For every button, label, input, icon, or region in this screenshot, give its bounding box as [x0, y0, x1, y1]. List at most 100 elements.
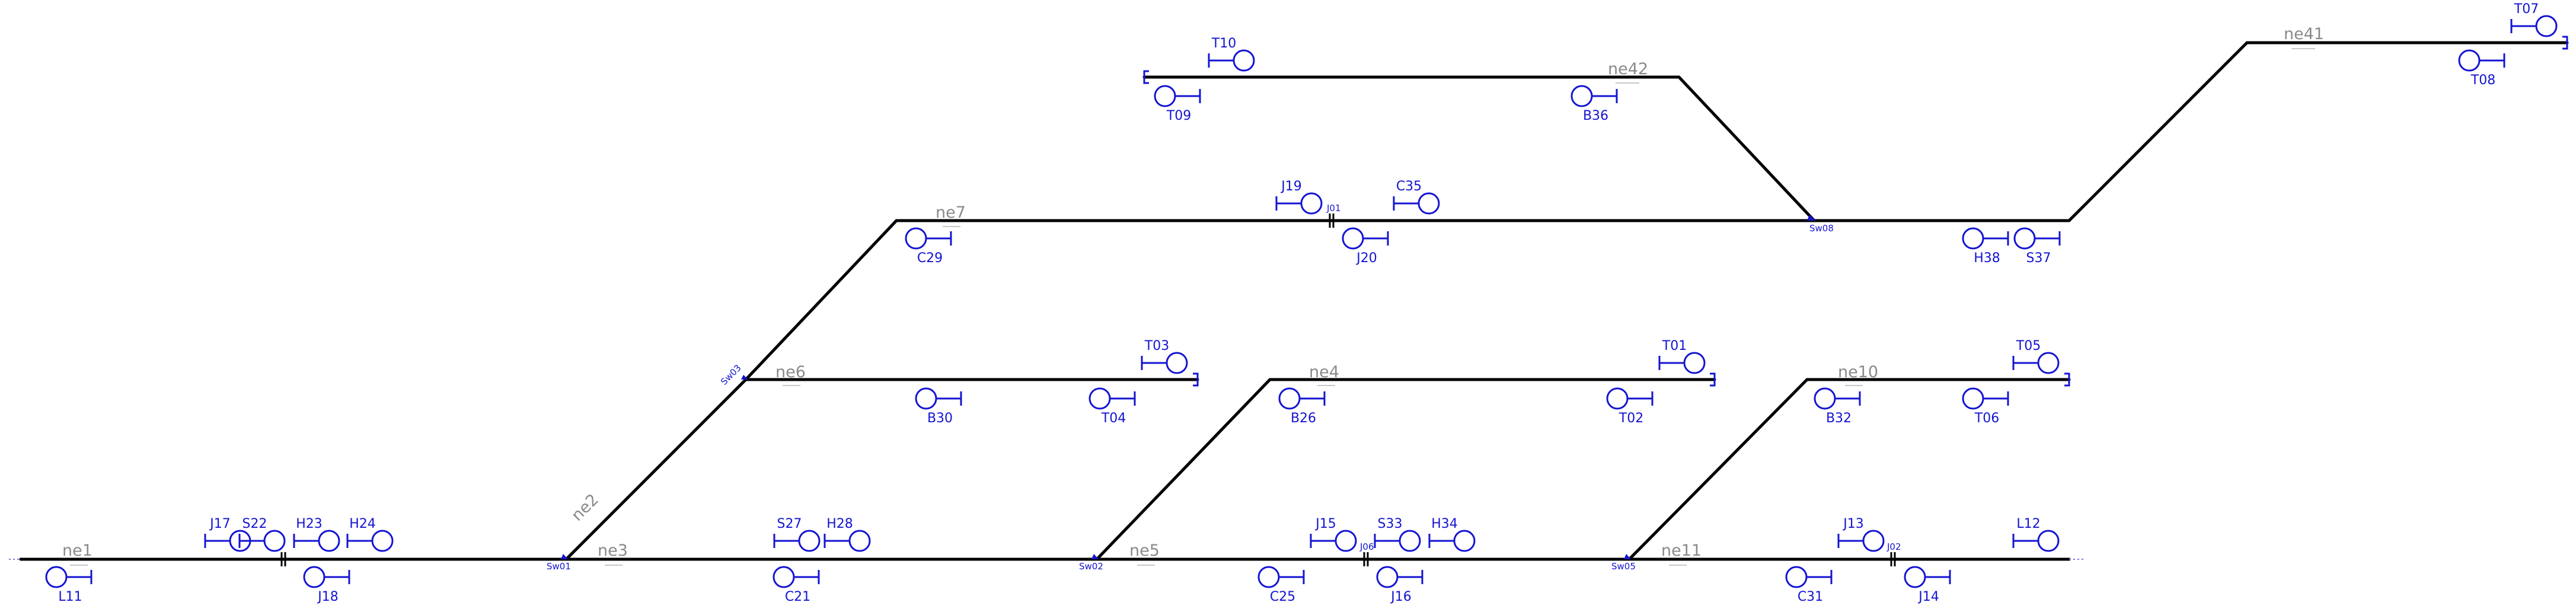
signal-j13[interactable]: J13	[1837, 517, 1885, 552]
switch-sw02[interactable]: Sw02	[1079, 554, 1103, 572]
signal-head-icon	[1904, 566, 1926, 588]
signal-h24[interactable]: H24	[346, 517, 394, 552]
signal-s33[interactable]: S33	[1374, 517, 1421, 552]
signal-j15[interactable]: J15	[1310, 517, 1357, 552]
signal-h23[interactable]: H23	[293, 517, 340, 552]
signal-head-icon	[1376, 566, 1399, 588]
signal-head-icon	[1154, 85, 1176, 107]
buffer-stop-ne41	[2562, 36, 2568, 50]
signal-t07[interactable]: T07	[2510, 2, 2558, 37]
signal-label: L12	[2016, 517, 2040, 531]
track-ne10[interactable]	[1627, 378, 2071, 561]
signal-t08[interactable]: T08	[2458, 49, 2505, 88]
signal-label: T08	[2470, 73, 2495, 88]
signal-j19[interactable]: J19	[1275, 179, 1323, 215]
signal-head-icon	[1453, 530, 1476, 552]
track-ne2[interactable]	[564, 219, 898, 561]
switch-label-sw03: Sw03	[719, 362, 743, 387]
signal-label: C21	[785, 589, 810, 604]
signal-label: J20	[1355, 251, 1377, 266]
segment-label-ne2: ne2	[568, 490, 602, 525]
signal-b30[interactable]: B30	[915, 387, 962, 426]
signal-head-icon	[905, 227, 927, 250]
signal-j16[interactable]: J16	[1376, 566, 1423, 604]
signal-head-icon	[2013, 227, 2036, 250]
signal-s22[interactable]: S22	[238, 517, 286, 552]
signal-label: B36	[1583, 109, 1608, 123]
signal-label: B30	[927, 411, 953, 426]
switch-sw08[interactable]: Sw08	[1807, 215, 1834, 234]
signal-t01[interactable]: T01	[1658, 339, 1706, 374]
signal-b32[interactable]: B32	[1814, 387, 1861, 426]
signal-b36[interactable]: B36	[1571, 85, 1618, 123]
signal-t04[interactable]: T04	[1089, 387, 1136, 426]
signal-label: J19	[1280, 179, 1301, 194]
signal-b26[interactable]: B26	[1278, 387, 1326, 426]
signal-head-icon	[1166, 352, 1188, 374]
signal-t10[interactable]: T10	[1208, 36, 1255, 72]
signal-c35[interactable]: C35	[1393, 179, 1440, 215]
signal-label: S27	[777, 517, 802, 531]
signal-j20[interactable]: J20	[1342, 227, 1389, 266]
track-ne41[interactable]	[1812, 41, 2569, 222]
signal-label: J18	[317, 589, 338, 604]
signal-label: B32	[1826, 411, 1852, 426]
buffer-stops	[1143, 36, 2568, 387]
signal-label: T10	[1211, 36, 1236, 51]
signal-head-icon	[1335, 530, 1357, 552]
joint-j02[interactable]: J02	[1886, 541, 1901, 566]
signal-head-icon	[848, 530, 871, 552]
signal-t09[interactable]: T09	[1154, 85, 1201, 123]
signal-head-icon	[1862, 530, 1885, 552]
signal-head-icon	[2458, 49, 2481, 72]
signal-head-icon	[1814, 387, 1836, 410]
signal-label: J16	[1390, 589, 1411, 604]
signal-t02[interactable]: T02	[1606, 387, 1654, 426]
signal-h38[interactable]: H38	[1962, 227, 2009, 266]
joint-j01[interactable]: J01	[1326, 203, 1341, 228]
track-ne4[interactable]	[1095, 378, 1716, 561]
switches: Sw01 Sw02 Sw03 Sw05 Sw08	[547, 215, 1834, 572]
signal-label: S33	[1378, 517, 1403, 531]
signal-j18[interactable]: J18	[303, 566, 350, 604]
buffer-stop-ne42	[1143, 70, 1149, 84]
signal-label: S37	[2026, 251, 2051, 266]
joint-ne1[interactable]	[280, 552, 286, 566]
segment-label-ne11: ne11	[1661, 541, 1702, 560]
switch-sw05[interactable]: Sw05	[1611, 554, 1636, 572]
signal-label: J14	[1917, 589, 1939, 604]
signal-s37[interactable]: S37	[2013, 227, 2061, 266]
track-ne42[interactable]	[1142, 75, 1816, 222]
signal-head-icon	[798, 530, 821, 552]
signal-h34[interactable]: H34	[1428, 517, 1476, 552]
signal-c29[interactable]: C29	[905, 227, 952, 266]
signal-label: H34	[1431, 517, 1458, 531]
signal-head-icon	[915, 387, 937, 410]
signal-t06[interactable]: T06	[1962, 387, 2009, 426]
signal-t05[interactable]: T05	[2012, 339, 2060, 374]
joint-label-j06: J06	[1359, 541, 1374, 552]
joint-j06[interactable]: J06	[1359, 541, 1374, 566]
signal-j14[interactable]: J14	[1904, 566, 1951, 604]
signal-label: H23	[296, 517, 323, 531]
signal-t03[interactable]: T03	[1141, 339, 1188, 374]
buffer-stop-ne10	[2064, 372, 2070, 387]
signal-l11[interactable]: L11	[45, 566, 92, 604]
signal-label: J15	[1314, 517, 1336, 531]
segment-label-ne10: ne10	[1838, 363, 1878, 381]
signal-label: T01	[1662, 339, 1687, 353]
signal-s27[interactable]: S27	[773, 517, 821, 552]
signal-head-icon	[2535, 15, 2558, 37]
signal-c31[interactable]: C31	[1785, 566, 1833, 604]
signal-c25[interactable]: C25	[1257, 566, 1305, 604]
signal-c21[interactable]: C21	[773, 566, 820, 604]
signal-head-icon	[1418, 192, 1440, 215]
signal-label: C31	[1798, 589, 1823, 604]
signal-head-icon	[1606, 387, 1629, 410]
switch-label-sw08: Sw08	[1809, 223, 1834, 234]
switch-sw01[interactable]: Sw01	[547, 554, 571, 572]
signal-l12[interactable]: L12	[2012, 517, 2060, 552]
signal-h28[interactable]: H28	[823, 517, 871, 552]
